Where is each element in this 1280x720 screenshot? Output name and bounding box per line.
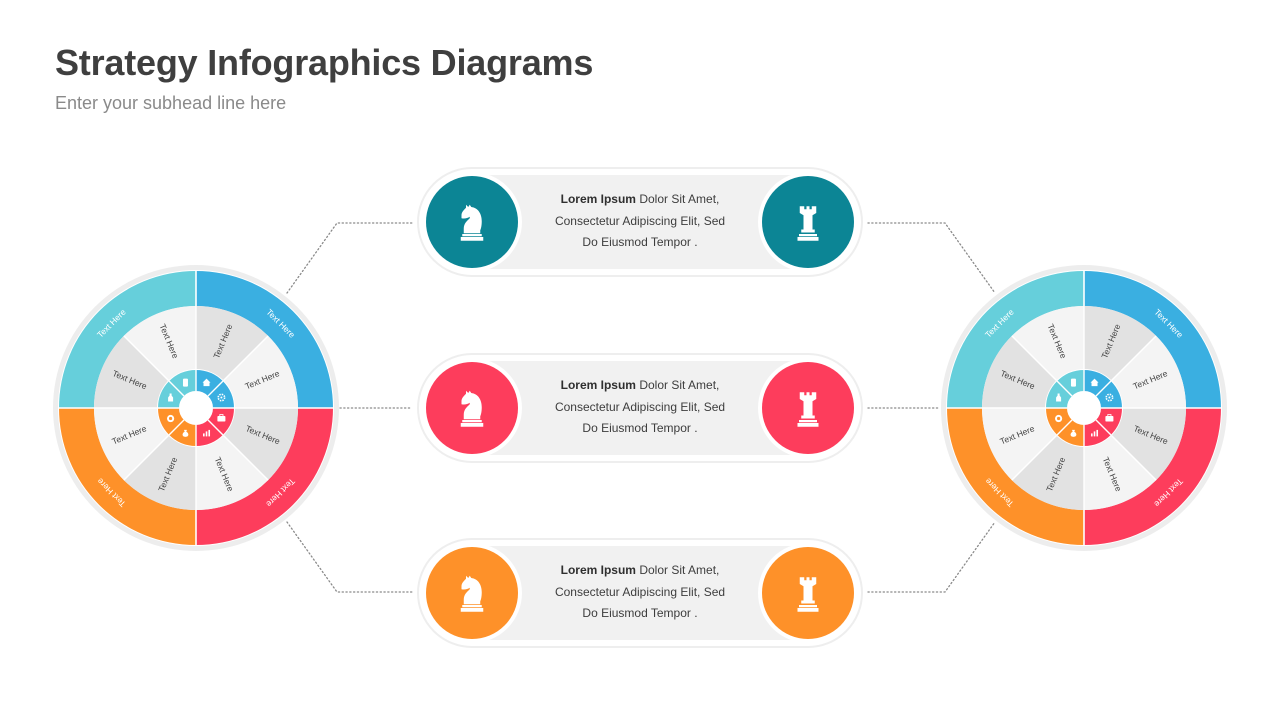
hub-segment (1057, 420, 1084, 446)
strategy-pill-1 (417, 167, 863, 277)
pill-description: Lorem Ipsum Dolor Sit Amet, Consectetur A… (545, 560, 735, 625)
rook-badge (758, 543, 858, 643)
pill-line: Do Eiusmod Tempor . (582, 606, 698, 620)
money-bag-icon (182, 429, 189, 437)
pill-background (425, 175, 855, 269)
money-bag-icon (1070, 429, 1077, 437)
knight-badge (422, 358, 522, 458)
outer-ring-segment (196, 408, 333, 545)
hub-segment (1096, 381, 1122, 408)
strategy-pill-3 (417, 538, 863, 648)
inner-sector (1110, 335, 1186, 408)
inner-sector (196, 306, 269, 382)
knight-badge (422, 172, 522, 272)
pill-line: Consectetur Adipiscing Elit, Sed (554, 584, 726, 599)
bottle-icon (168, 393, 174, 402)
pill-description: Lorem Ipsum Dolor Sit Amet, Consectetur A… (545, 189, 735, 254)
knight-badge (422, 543, 522, 643)
inner-sector (1084, 306, 1157, 382)
inner-sector (94, 408, 170, 481)
connector-line-bottom-right (867, 521, 996, 593)
home-icon (1090, 378, 1099, 387)
inner-sector (982, 335, 1058, 408)
page-title: Strategy Infographics Diagrams (55, 42, 594, 83)
outer-ring-segment (59, 271, 196, 408)
connector-line-top-right (867, 222, 996, 294)
inner-sector (222, 408, 298, 481)
inner-sector (1084, 434, 1157, 510)
inner-sector (222, 335, 298, 408)
outer-ring-segment (196, 271, 333, 408)
pill-heading: Lorem Ipsum (560, 378, 636, 392)
gear-icon (217, 393, 226, 402)
pill-description: Lorem Ipsum Dolor Sit Amet, Consectetur A… (545, 375, 735, 440)
outer-ring-segment (1084, 408, 1221, 545)
outer-ring-segment (59, 408, 196, 545)
briefcase-icon (217, 414, 226, 422)
pill-heading: Lorem Ipsum (560, 563, 636, 577)
hub-segment (169, 420, 196, 446)
inner-sector (94, 335, 170, 408)
pill-line: Dolor Sit Amet, (639, 378, 720, 392)
pill-background (425, 546, 855, 640)
wheel-center (1068, 392, 1100, 424)
outer-ring-segment (947, 408, 1084, 545)
pill-line: Dolor Sit Amet, (639, 192, 720, 206)
hub-segment (1057, 370, 1084, 396)
chart-icon (203, 429, 211, 437)
pill-background (425, 361, 855, 455)
page-subtitle: Enter your subhead line here (55, 93, 287, 113)
inner-sector (196, 434, 269, 510)
home-icon (202, 378, 211, 387)
briefcase-icon (1105, 414, 1114, 422)
rook-badge (758, 172, 858, 272)
pill-line: Dolor Sit Amet, (639, 563, 720, 577)
connector-line-bottom-left (286, 521, 413, 593)
inner-sector (123, 434, 196, 510)
pill-line: Do Eiusmod Tempor . (582, 421, 698, 435)
inner-sector (1011, 306, 1084, 382)
strategy-pill-2 (417, 353, 863, 463)
money-icon (182, 378, 188, 387)
inner-sector (982, 408, 1058, 481)
pill-line: Consectetur Adipiscing Elit, Sed (554, 213, 726, 228)
money-icon (1070, 378, 1076, 387)
inner-sector (123, 306, 196, 382)
gear-icon (1105, 393, 1114, 402)
coin-icon (166, 414, 175, 423)
rook-badge (758, 358, 858, 458)
inner-sector (1011, 434, 1084, 510)
pill-line: Do Eiusmod Tempor . (582, 235, 698, 249)
coin-icon (1054, 414, 1063, 423)
hub-segment (169, 370, 196, 396)
wheel-center (180, 392, 212, 424)
bottle-icon (1056, 393, 1062, 402)
pill-heading: Lorem Ipsum (560, 192, 636, 206)
connector-line-top-left (286, 222, 413, 294)
outer-ring-segment (1084, 271, 1221, 408)
outer-ring-segment (947, 271, 1084, 408)
pill-line: Consectetur Adipiscing Elit, Sed (554, 399, 726, 414)
chart-icon (1091, 429, 1099, 437)
inner-sector (1110, 408, 1186, 481)
hub-segment (208, 381, 234, 408)
